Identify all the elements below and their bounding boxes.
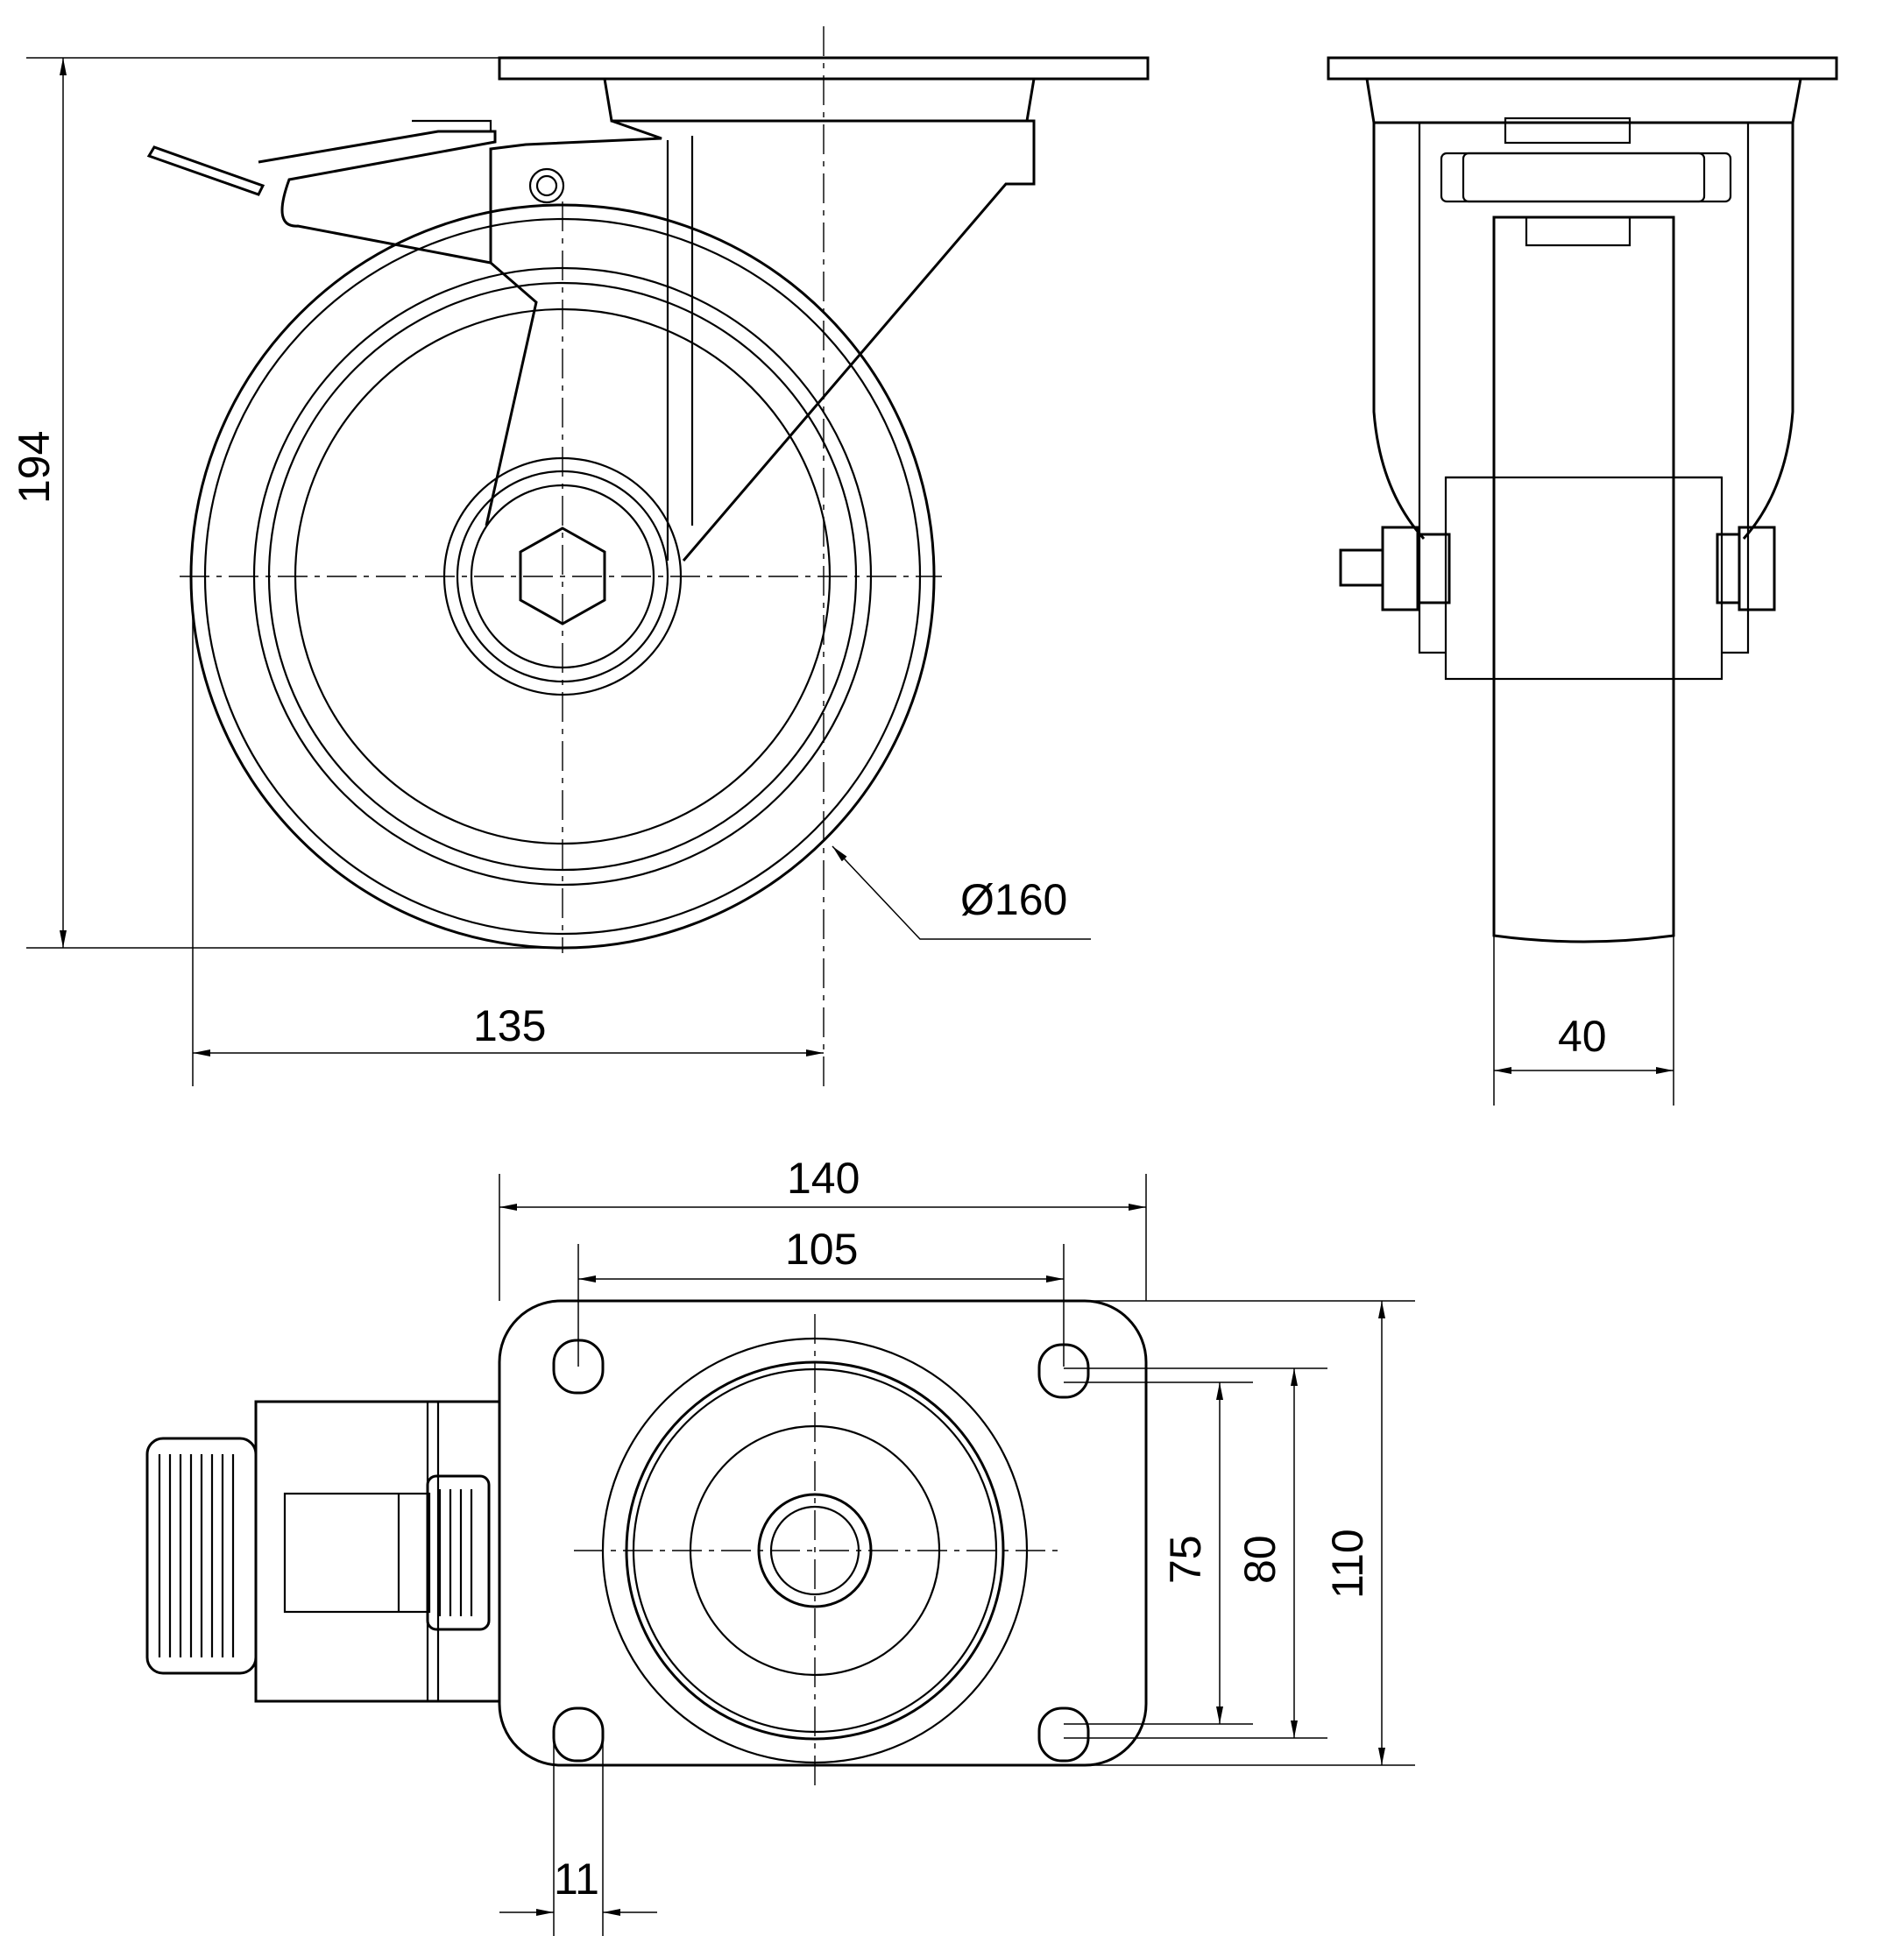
dim-hole-spacing-y-inner: 75 — [1161, 1535, 1210, 1584]
dim-plate-width: 140 — [787, 1154, 860, 1203]
dim-overall-height: 194 — [10, 431, 59, 504]
dim-plate-length: 110 — [1323, 1529, 1372, 1599]
pedal-ribs — [158, 1454, 473, 1657]
dim-slot-width: 11 — [554, 1855, 599, 1904]
front-view: 40 — [1327, 56, 1838, 1106]
dim-hole-spacing-y-outer: 80 — [1235, 1535, 1285, 1584]
dim-wheel-diameter: Ø160 — [960, 875, 1067, 924]
dim-hole-spacing-x: 105 — [785, 1225, 858, 1274]
dim-wheel-width: 40 — [1558, 1012, 1607, 1061]
side-view: 194 135 Ø160 — [10, 26, 1150, 1086]
dim-offset-width: 135 — [473, 1001, 546, 1050]
top-view: 140 105 75 80 110 11 — [145, 1154, 1415, 1936]
